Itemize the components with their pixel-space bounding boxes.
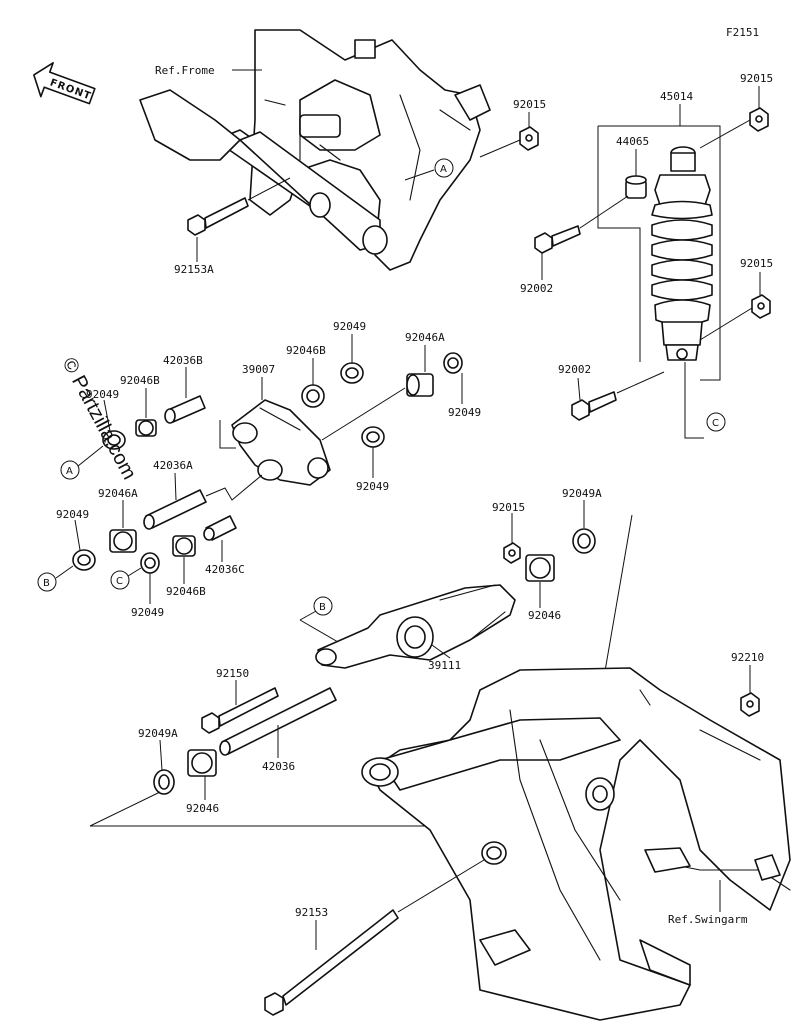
label-42036C: 42036C (205, 563, 245, 576)
collar-44065 (625, 175, 647, 199)
swingarm-assembly (361, 667, 791, 1021)
callout-c-washer: C (116, 576, 123, 587)
bearing-92046B-a (135, 419, 157, 437)
label-92150: 92150 (216, 667, 249, 680)
label-92002-a: 92002 (520, 282, 553, 295)
bearing-92046-a (525, 554, 555, 582)
label-92049-a: 92049 (333, 320, 366, 333)
pipe-42036C (203, 515, 237, 541)
label-92046-b: 92046 (186, 802, 219, 815)
label-92046A-a: 92046A (405, 331, 445, 344)
pipe-42036A (143, 489, 207, 530)
bolt-92153A (187, 197, 249, 236)
washer-92049-a (102, 430, 126, 450)
label-92049A-b: 92049A (138, 727, 178, 740)
washer-92049-c (443, 352, 463, 374)
label-45014: 45014 (660, 90, 693, 103)
label-92153: 92153 (295, 906, 328, 919)
rocker-arm-39007 (231, 399, 331, 486)
label-92002-b: 92002 (558, 363, 591, 376)
bearing-92046A-a (406, 373, 434, 397)
bearing-92046B-c (172, 535, 196, 557)
washer-92049-f (140, 552, 160, 574)
label-42036A: 42036A (153, 459, 193, 472)
pipe-42036 (219, 687, 337, 756)
figure-code: F2151 (726, 26, 759, 39)
label-92049-d: 92049 (356, 480, 389, 493)
bolt-92002-b (571, 391, 617, 421)
label-92015-d: 92015 (492, 501, 525, 514)
callout-b-tie-rod: B (319, 602, 326, 613)
callout-a-washer: A (66, 466, 73, 477)
callout-c-shock: C (712, 418, 719, 429)
label-42036: 42036 (262, 760, 295, 773)
label-92049-f: 92049 (131, 606, 164, 619)
nut-92015-d (503, 542, 521, 564)
bolt-92150 (201, 687, 279, 734)
label-92049A-a: 92049A (562, 487, 602, 500)
nut-92210 (740, 692, 760, 717)
ref-swingarm-label: Ref.Swingarm (668, 913, 748, 926)
label-39111: 39111 (428, 659, 461, 672)
label-92046-a: 92046 (528, 609, 561, 622)
bolt-92002-a (534, 225, 581, 254)
ref-frame-label: Ref.Frome (155, 64, 215, 77)
label-92046B-c: 92046B (166, 585, 206, 598)
nut-92015-b (749, 107, 769, 132)
label-92015-b: 92015 (740, 72, 773, 85)
label-92049-e: 92049 (56, 508, 89, 521)
bearing-92046A-b (109, 529, 137, 553)
washer-92049-d (361, 426, 385, 448)
washer-92049A-b (153, 769, 175, 795)
label-92015-a: 92015 (513, 98, 546, 111)
bearing-92046B-b (301, 384, 325, 408)
label-92046B-b: 92046B (120, 374, 160, 387)
bearing-92046-b (187, 749, 217, 777)
nut-92015-a (519, 126, 539, 151)
label-92153A: 92153A (174, 263, 214, 276)
bolt-92153 (264, 909, 399, 1016)
label-39007: 39007 (242, 363, 275, 376)
nut-92015-c (751, 294, 771, 319)
label-44065: 44065 (616, 135, 649, 148)
callout-a-frame: A (440, 164, 447, 175)
label-92210: 92210 (731, 651, 764, 664)
front-arrow-icon: FRONT (33, 61, 96, 105)
washer-92049-e (72, 549, 96, 571)
callout-b-washer: B (43, 578, 50, 589)
label-92046B-a: 92046B (286, 344, 326, 357)
label-92046A-b: 92046A (98, 487, 138, 500)
washer-92049-b (340, 362, 364, 384)
shock-absorber-45014 (651, 146, 713, 361)
label-92049-c: 92049 (448, 406, 481, 419)
label-42036B: 42036B (163, 354, 203, 367)
washer-92049A-a (572, 528, 596, 554)
pipe-42036B (164, 395, 206, 424)
tie-rod-39111 (315, 584, 516, 669)
label-92049-b: 92049 (86, 388, 119, 401)
frame-assembly (139, 29, 491, 271)
label-92015-c: 92015 (740, 257, 773, 270)
